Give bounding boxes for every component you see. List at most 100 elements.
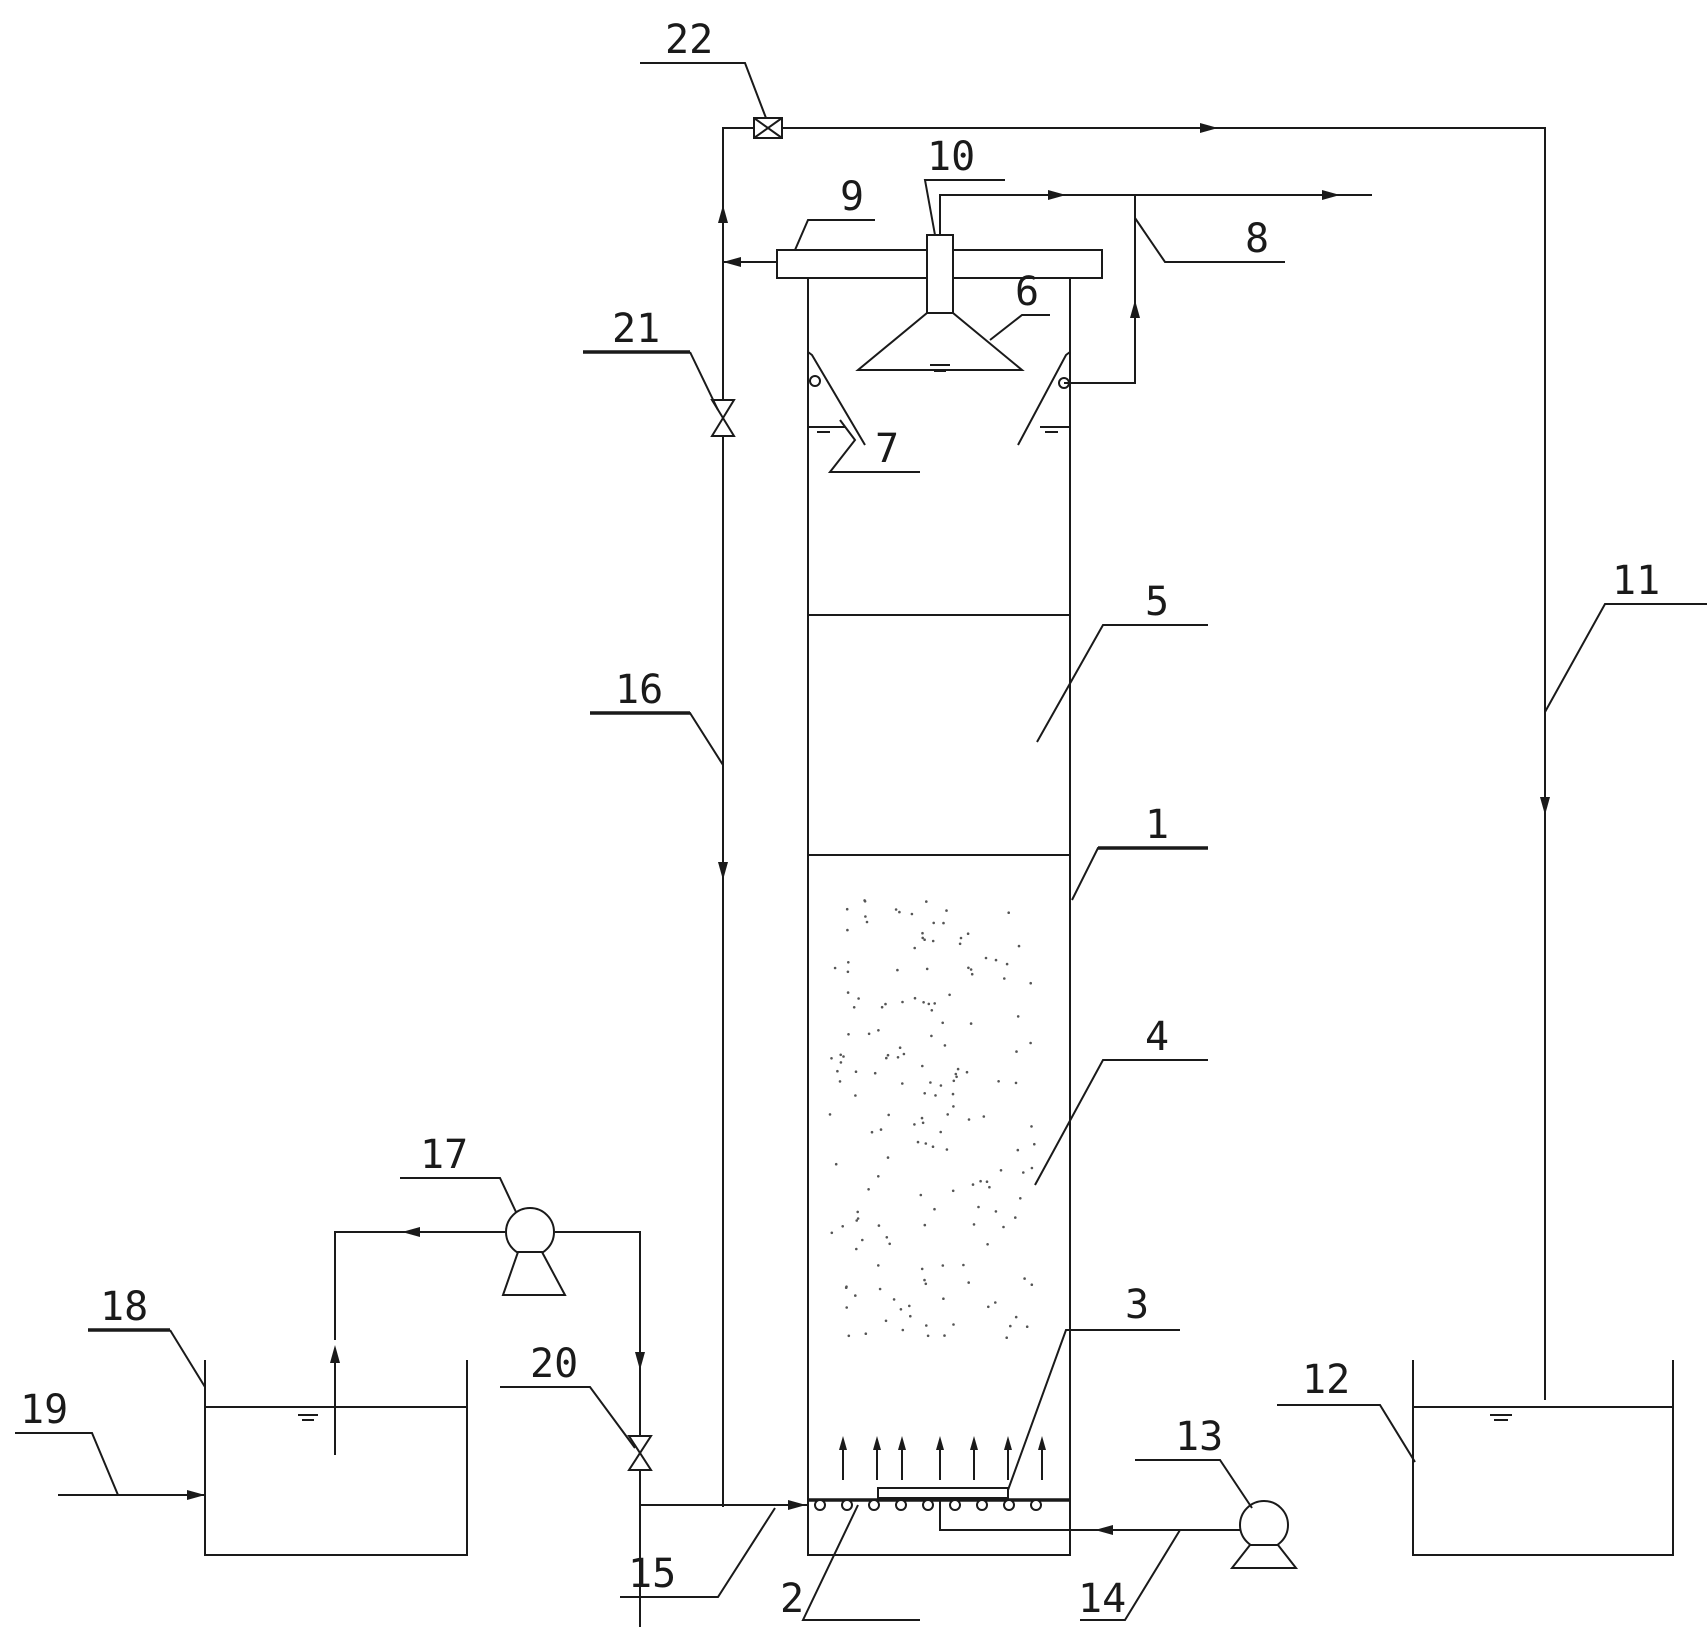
label-7: 7 (875, 426, 899, 472)
sludge-particle (913, 1123, 916, 1126)
sludge-particle (942, 921, 945, 925)
sludge-particle (952, 1105, 955, 1108)
label-3: 3 (1125, 1282, 1149, 1328)
sludge-particle (1015, 1050, 1018, 1053)
sludge-particle (933, 1207, 936, 1211)
sludge-particle (945, 1148, 949, 1151)
sludge-particle (885, 1236, 889, 1239)
sludge-particle (962, 1263, 965, 1267)
sludge-particle (901, 1000, 904, 1004)
sludge-particle (982, 1115, 986, 1118)
perforation-hole (922, 1499, 934, 1511)
sludge-particle (924, 1282, 928, 1286)
sludge-particle (896, 968, 899, 972)
sludge-particle (1002, 1225, 1005, 1229)
upflow-arrow-icon (839, 1436, 847, 1480)
sludge-particle (1016, 1148, 1020, 1152)
sludge-particle (931, 1145, 935, 1148)
label-12: 12 (1302, 1357, 1350, 1403)
sludge-particle (847, 961, 850, 964)
sludge-particle (959, 936, 963, 940)
sludge-particle (898, 1046, 902, 1049)
perforation-hole (1003, 1499, 1015, 1511)
sludge-particle (954, 1072, 958, 1076)
sludge-particle (852, 1006, 856, 1009)
label-6: 6 (1015, 269, 1039, 315)
sludge-particle (901, 1082, 904, 1085)
sludge-particle (842, 1055, 845, 1058)
perforation-hole (1030, 1499, 1042, 1511)
perforated-inlet-pipe (808, 1498, 1070, 1511)
sludge-particle (923, 1278, 926, 1282)
sludge-particle (988, 1185, 991, 1189)
label-11: 11 (1612, 558, 1660, 604)
sludge-particle (909, 1314, 912, 1318)
sludge-particle (967, 1118, 971, 1121)
pump-13-icon[interactable] (1229, 1500, 1299, 1569)
label-5: 5 (1145, 579, 1169, 625)
separator-hood (855, 312, 1025, 371)
sludge-particle (999, 1169, 1003, 1172)
sludge-particle (923, 1092, 926, 1095)
pump-17-icon[interactable] (501, 1207, 567, 1296)
separator-neck (926, 234, 954, 314)
label-21: 21 (612, 306, 660, 352)
sludge-particle (958, 942, 962, 946)
three-phase-separator (855, 234, 1025, 372)
perforation-hole (868, 1499, 880, 1511)
label-18: 18 (100, 1284, 148, 1330)
valve-21-icon[interactable] (710, 399, 736, 437)
sludge-particle (886, 1156, 890, 1159)
sludge-particle (1005, 1336, 1008, 1339)
sludge-particle (877, 1264, 880, 1267)
sludge-particle (930, 1034, 933, 1038)
sludge-particle (896, 1056, 900, 1059)
perforation-hole (976, 1499, 988, 1511)
sludge-particle (1016, 1015, 1020, 1018)
sludge-particle (1017, 944, 1021, 948)
leader-lines (15, 62, 1707, 1621)
sludge-particle (924, 1142, 928, 1145)
gas-outlet-line (939, 190, 1372, 235)
sludge-particle (856, 1210, 859, 1214)
label-13: 13 (1175, 1414, 1223, 1460)
sludge-particle (925, 1324, 928, 1327)
perforation-hole (814, 1499, 826, 1511)
sludge-particle (941, 1264, 945, 1267)
sludge-particle (952, 1079, 956, 1083)
sludge-particle (854, 1294, 857, 1297)
label-16: 16 (615, 667, 663, 713)
sludge-particle (939, 1130, 942, 1134)
sludge-particle (898, 910, 901, 914)
sludge-particle (885, 1056, 888, 1060)
sludge-particle (877, 1224, 881, 1227)
sludge-particle (943, 1334, 946, 1337)
sludge-particle (1023, 1277, 1026, 1280)
sludge-particle (977, 1205, 980, 1209)
sludge-particle (1030, 1125, 1033, 1128)
sludge-particle (925, 967, 929, 971)
sludge-particle (1014, 1315, 1018, 1319)
label-8: 8 (1245, 216, 1269, 262)
sludge-particle (941, 1021, 944, 1025)
sludge-particle (942, 1297, 945, 1300)
valve-20-icon[interactable] (627, 1435, 653, 1471)
sludge-particle (908, 1304, 911, 1308)
sludge-particle (1030, 1166, 1034, 1170)
upflow-arrow-icon (1038, 1436, 1046, 1480)
recycle-piping (718, 123, 1550, 1507)
sludge-particle (854, 1070, 858, 1073)
upflow-arrows (839, 1436, 1046, 1480)
label-22: 22 (665, 17, 713, 63)
perforation-hole (841, 1499, 853, 1511)
valve-22-icon[interactable] (753, 117, 783, 139)
reactor-column (807, 249, 1071, 1556)
sludge-particle (841, 1225, 844, 1228)
sludge-particle (846, 970, 850, 974)
sludge-particle (847, 1033, 850, 1036)
sludge-particle (965, 1070, 969, 1074)
influent-line (330, 1227, 808, 1627)
sludge-particle (926, 1334, 930, 1338)
sludge-particle (916, 1140, 920, 1144)
sludge-particle (1022, 1171, 1025, 1174)
